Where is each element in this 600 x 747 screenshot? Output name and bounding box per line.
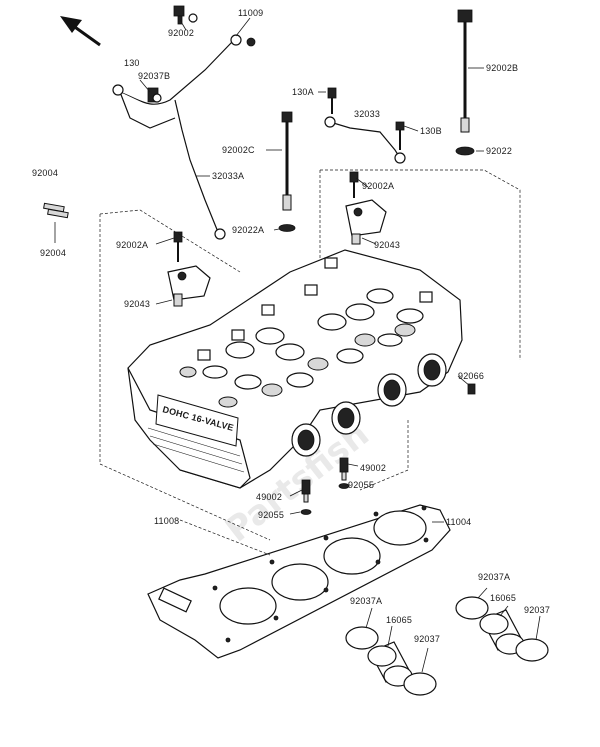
label-92066: 92066	[458, 371, 484, 381]
front-arrow-icon	[60, 16, 101, 47]
label-130B: 130B	[420, 126, 442, 136]
label-92043-left: 92043	[124, 299, 150, 309]
label-11004: 11004	[446, 517, 471, 527]
leader-lines	[99, 17, 541, 673]
dowel-pins-92004	[43, 202, 69, 243]
washer-92022	[455, 146, 475, 156]
label-92004-b: 92004	[40, 248, 66, 258]
bolt-92002-top	[173, 5, 185, 17]
clamp-92037A-right	[455, 596, 489, 620]
clamp-92037-right	[515, 638, 549, 662]
bolt-130B	[395, 121, 405, 131]
cam-cap-92043-left	[167, 231, 211, 307]
label-92002B: 92002B	[486, 63, 518, 73]
fitting-49002-left	[300, 479, 312, 515]
label-130A: 130A	[292, 87, 314, 97]
bolt-92002B	[455, 9, 475, 156]
head-gasket-11004	[147, 504, 451, 659]
label-92022: 92022	[486, 146, 512, 156]
label-92037A-left: 92037A	[350, 596, 382, 606]
label-92043-right: 92043	[374, 240, 400, 250]
gasket-bolt-holes	[212, 505, 429, 643]
part-labels: 11009 92002 130 92037B 92004 92004 32033…	[32, 8, 550, 644]
label-49002-right: 49002	[360, 463, 386, 473]
clamp-92037-left	[403, 672, 437, 696]
oil-pipe-32033A	[112, 5, 256, 240]
label-92004-a: 92004	[32, 168, 58, 178]
washer-11009	[246, 37, 256, 47]
label-92002-top: 92002	[168, 28, 194, 38]
washer-92055-right	[338, 483, 350, 489]
cylinder-head-11008: DOHC 16-VALVE	[127, 249, 476, 489]
label-92002C: 92002C	[222, 145, 255, 155]
plug-92066	[467, 383, 476, 395]
label-49002-left: 49002	[256, 492, 282, 502]
washer-92022A	[278, 224, 296, 232]
valve-tappets	[179, 288, 424, 408]
label-92002A-left: 92002A	[116, 240, 148, 250]
label-92037-left: 92037	[414, 634, 440, 644]
label-11008: 11008	[154, 516, 179, 526]
label-92055-left: 92055	[258, 510, 284, 520]
label-16065-left: 16065	[386, 615, 412, 625]
label-11009: 11009	[238, 8, 263, 18]
cam-cap-92043-right	[345, 171, 387, 245]
label-92022A: 92022A	[232, 225, 264, 235]
bolt-130A	[327, 87, 337, 99]
clamp-92037A-left	[345, 626, 379, 650]
label-92037B: 92037B	[138, 71, 170, 81]
bolt-92002C	[278, 111, 296, 232]
intake-holders-left	[345, 626, 437, 696]
intake-ports	[291, 353, 447, 457]
fitting-49002-right	[338, 457, 350, 489]
label-92055-right: 92055	[348, 480, 374, 490]
label-92037-right: 92037	[524, 605, 550, 615]
label-130: 130	[124, 58, 140, 68]
label-32033A: 32033A	[212, 171, 244, 181]
oil-pipe-32033	[324, 87, 406, 164]
intake-holders-right	[455, 596, 549, 662]
washer-92055-left	[300, 509, 312, 515]
cooling-fins	[147, 427, 245, 473]
label-32033: 32033	[354, 109, 380, 119]
label-16065-right: 16065	[490, 593, 516, 603]
cam-journal-bosses	[197, 257, 433, 361]
label-92037A-right: 92037A	[478, 572, 510, 582]
label-92002A-right: 92002A	[362, 181, 394, 191]
